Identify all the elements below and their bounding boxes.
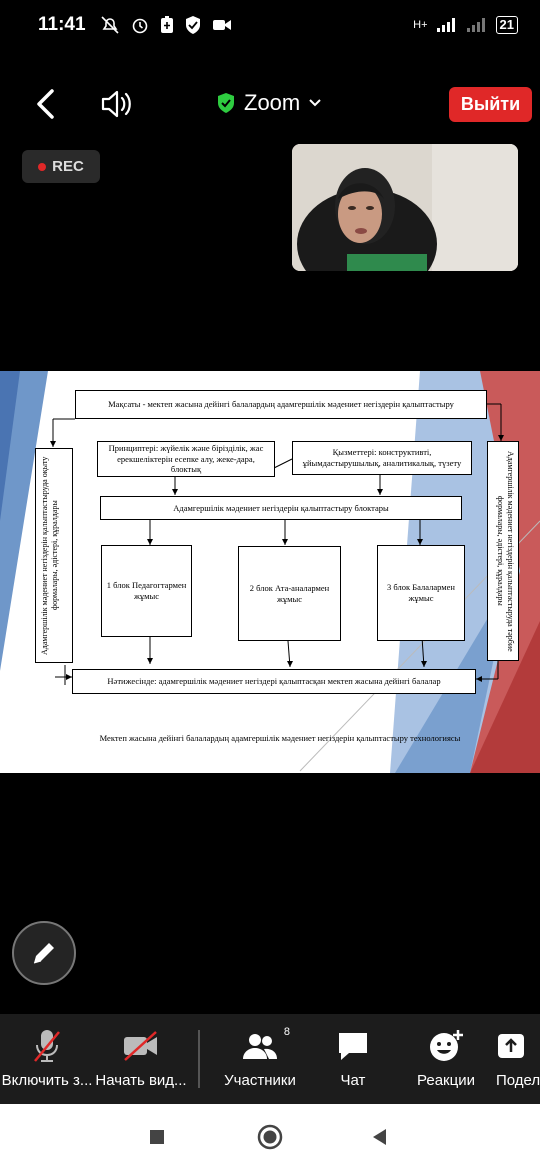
chevron-down-icon [309, 99, 321, 107]
signal-2-icon [466, 18, 485, 32]
block-1-text: 1 блок Педагогтармен жұмыс [106, 580, 187, 601]
right-side-text: Адамгершілік мәдениет негіздерін қалыпта… [496, 450, 515, 652]
share-label: Подел [496, 1072, 540, 1089]
left-side-box [35, 448, 73, 663]
result-box: Нәтижесінде: адамгершілік мәдениет негіз… [72, 669, 476, 694]
result-text: Нәтижесінде: адамгершілік мәдениет негіз… [107, 676, 441, 687]
start-video-label: Начать вид... [95, 1072, 187, 1089]
participant-video-image [292, 144, 518, 271]
reactions-label: Реакции [417, 1072, 475, 1089]
reactions-icon [430, 1030, 463, 1061]
alarm-icon [132, 18, 147, 34]
participants-count: 8 [283, 1026, 290, 1038]
participants-button[interactable]: 8 Участники [215, 1026, 305, 1096]
recording-label: REC [52, 158, 84, 175]
leave-button[interactable]: Выйти [449, 87, 532, 122]
sim-icon [160, 16, 173, 33]
share-icon [498, 1034, 524, 1058]
reactions-button[interactable]: Реакции [410, 1026, 482, 1096]
battery-level: 21 [495, 16, 518, 34]
microphone-muted-icon [34, 1030, 60, 1062]
meeting-toolbar: Включить з... Начать вид... 8 Участники … [0, 1014, 540, 1104]
share-button[interactable]: Подел [496, 1026, 540, 1096]
participant-video-tile[interactable] [292, 144, 518, 271]
block-2-text: 2 блок Ата-аналармен жұмыс [249, 582, 330, 604]
meeting-title-dropdown[interactable]: Zoom [216, 90, 322, 116]
functions-text: Қызметтері: конструктивті, ұйымдастырушы… [302, 447, 462, 468]
start-video-button[interactable]: Начать вид... [94, 1026, 188, 1096]
meeting-top-bar: Zoom Выйти [0, 72, 540, 138]
functions-box: Қызметтері: конструктивті, ұйымдастырушы… [292, 441, 472, 475]
video-status-icon [212, 20, 231, 30]
pencil-icon [33, 943, 54, 964]
encryption-shield-icon [218, 93, 234, 113]
shared-screen-slide[interactable]: Мақсаты - мектеп жасына дейінгі балалард… [0, 371, 540, 773]
home-circle-icon[interactable] [256, 1123, 284, 1151]
meeting-title: Zoom [244, 90, 301, 115]
block-2-box: 2 блок Ата-аналармен жұмыс [238, 546, 341, 641]
blocks-title-box: Адамгершілік мәдениет негіздерін қалыпта… [100, 496, 462, 520]
speaker-icon[interactable] [100, 88, 136, 120]
mute-notifications-icon [100, 16, 119, 34]
status-bar: 11:41 H+ 21 [0, 0, 540, 50]
goal-text: Мақсаты - мектеп жасына дейінгі балалард… [108, 399, 454, 410]
recents-square-icon[interactable] [148, 1128, 166, 1146]
chat-icon [339, 1033, 367, 1060]
blocks-title-text: Адамгершілік мәдениет негіздерін қалыпта… [173, 502, 389, 513]
participants-icon [243, 1034, 277, 1059]
left-side-text: Адамгершілік мәдениет негіздерін қалыпта… [40, 456, 59, 655]
recording-badge: REC [22, 150, 100, 183]
block-1-box: 1 блок Педагогтармен жұмыс [101, 545, 192, 637]
goal-box: Мақсаты - мектеп жасына дейінгі балалард… [75, 390, 487, 419]
system-navigation-bar [0, 1104, 540, 1170]
right-side-box [487, 441, 519, 661]
chat-label: Чат [340, 1072, 366, 1089]
principles-box: Принциптері: жүйелік және біріздiлiк, жа… [97, 441, 275, 477]
block-3-text: 3 блок Балалармен жұмыс [387, 582, 455, 603]
recording-dot-icon [38, 162, 47, 171]
principles-text: Принциптері: жүйелік және біріздiлiк, жа… [108, 443, 264, 475]
chat-button[interactable]: Чат [318, 1026, 388, 1096]
block-3-box: 3 блок Балалармен жұмыс [377, 545, 465, 641]
back-triangle-icon[interactable] [370, 1127, 390, 1147]
network-type: H+ [413, 19, 428, 31]
slide-caption: Мектеп жасына дейінгі балалардың адамгер… [99, 733, 461, 743]
signal-icon [436, 18, 455, 32]
unmute-button[interactable]: Включить з... [0, 1026, 94, 1096]
shield-status-icon [185, 16, 200, 34]
back-arrow-icon[interactable] [32, 88, 60, 120]
status-time: 11:41 [38, 14, 86, 35]
unmute-label: Включить з... [1, 1072, 93, 1089]
annotate-button[interactable] [12, 921, 76, 985]
video-off-icon [124, 1031, 157, 1061]
toolbar-divider [198, 1030, 200, 1088]
participants-label: Участники [224, 1072, 296, 1089]
